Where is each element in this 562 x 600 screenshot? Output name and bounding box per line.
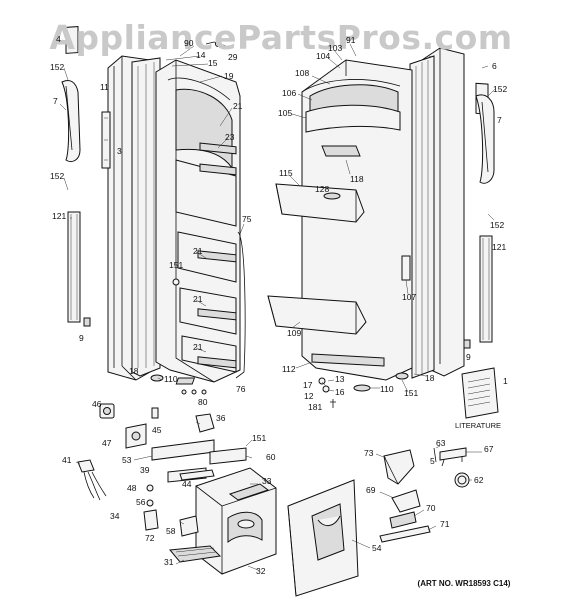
callout-label: 121 (52, 211, 66, 221)
callout-label: 152 (493, 84, 507, 94)
callout-label: 108 (295, 68, 309, 78)
callout-label: 91 (346, 35, 356, 45)
callout-label: 46 (92, 399, 102, 409)
callout-label: 21 (233, 101, 243, 111)
callout-label: 75 (242, 214, 252, 224)
callout-label: 9 (79, 333, 84, 343)
callout-label: 1 (503, 376, 508, 386)
callout-label: 112 (282, 364, 296, 374)
ice-chute-parts (379, 447, 470, 543)
callout-label: 21 (193, 294, 203, 304)
callout-labels: 4 90 29 14 15 19 152 11 7 3 21 23 152 12… (50, 34, 508, 576)
callout-label: 3 (117, 146, 122, 156)
callout-label: 72 (145, 533, 155, 543)
callout-label: 105 (278, 108, 292, 118)
callout-label: 7 (497, 115, 502, 125)
callout-label: 90 (184, 38, 194, 48)
callout-label: 7 (53, 96, 58, 106)
callout-label: 15 (208, 58, 218, 68)
callout-label: 14 (196, 50, 206, 60)
callout-label: 152 (50, 62, 64, 72)
callout-label: 80 (198, 397, 208, 407)
callout-label: 60 (266, 452, 276, 462)
callout-label: 47 (102, 438, 112, 448)
callout-label: 67 (484, 444, 494, 454)
callout-label: 6 (492, 61, 497, 71)
callout-label: 36 (216, 413, 226, 423)
art-number: (ART NO. WR18593 C14) (418, 579, 511, 588)
callout-label: 56 (136, 497, 146, 507)
callout-label: 118 (350, 174, 364, 184)
callout-label: 73 (364, 448, 374, 458)
callout-label: 53 (122, 455, 132, 465)
leader-lines (59, 39, 497, 571)
callout-label: 104 (316, 51, 330, 61)
callout-label: 152 (490, 220, 504, 230)
callout-label: 181 (308, 402, 322, 412)
callout-label: 106 (282, 88, 296, 98)
freezer-door-liner (155, 59, 246, 383)
callout-label: 71 (440, 519, 450, 529)
callout-label: 151 (252, 433, 266, 443)
callout-label: 44 (182, 479, 192, 489)
callout-label: 45 (152, 425, 162, 435)
callout-label: 115 (279, 168, 293, 178)
fresh-food-door-gasket (409, 55, 435, 379)
dispenser-components (77, 403, 277, 575)
callout-label: 18 (129, 366, 139, 376)
literature-booklet (461, 367, 499, 419)
callout-label: 5 (430, 456, 435, 466)
callout-label: 33 (262, 476, 272, 486)
callout-label: 13 (335, 374, 345, 384)
literature-label: LITERATURE (455, 421, 501, 430)
callout-label: 69 (366, 485, 376, 495)
watermark-text: AppliancePartsPros.com (49, 18, 512, 57)
callout-label: 21 (193, 246, 203, 256)
callout-label: 121 (492, 242, 506, 252)
callout-label: 17 (303, 380, 313, 390)
callout-label: 23 (225, 132, 235, 142)
callout-label: 62 (474, 475, 484, 485)
freezer-hinge-hardware (101, 41, 227, 395)
callout-label: 110 (380, 384, 394, 394)
callout-label: 103 (328, 43, 342, 53)
callout-label: 152 (50, 171, 64, 181)
callout-label: 39 (140, 465, 150, 475)
callout-label: 19 (224, 71, 234, 81)
right-trim-strip (463, 82, 495, 349)
callout-label: 29 (228, 52, 238, 62)
callout-label: 9 (466, 352, 471, 362)
callout-label: 151 (404, 388, 418, 398)
callout-label: 76 (236, 384, 246, 394)
callout-label: 109 (287, 328, 301, 338)
callout-label: 128 (315, 184, 329, 194)
callout-label: 151 (169, 260, 183, 270)
callout-label: 63 (436, 438, 446, 448)
callout-label: 48 (127, 483, 137, 493)
callout-label: 12 (304, 391, 314, 401)
freezer-door-gasket (131, 57, 161, 377)
fresh-food-hardware (175, 372, 409, 408)
callout-label: 34 (110, 511, 120, 521)
callout-label: 54 (372, 543, 382, 553)
callout-label: 107 (402, 292, 416, 302)
callout-label: 4 (56, 34, 61, 44)
callout-label: 41 (62, 455, 72, 465)
callout-label: 21 (193, 342, 203, 352)
dispenser-front-panel (287, 479, 359, 597)
callout-label: 11 (100, 82, 109, 92)
callout-label: 32 (256, 566, 266, 576)
callout-label: 70 (426, 503, 436, 513)
callout-label: 58 (166, 526, 176, 536)
callout-label: 18 (425, 373, 435, 383)
callout-label: 31 (164, 557, 174, 567)
callout-label: 110 (164, 374, 178, 384)
left-trim-strip (61, 26, 91, 327)
callout-label: 16 (335, 387, 345, 397)
